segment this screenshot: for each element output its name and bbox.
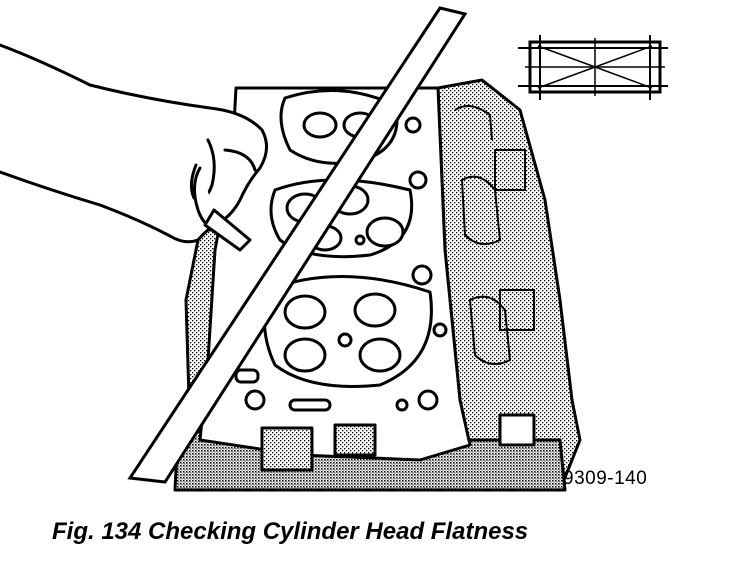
straightedge-icon xyxy=(127,6,468,484)
hand-icon xyxy=(0,43,268,252)
cylinder-head-illustration xyxy=(0,6,668,492)
figure-caption: Fig. 134 Checking Cylinder Head Flatness xyxy=(52,518,529,545)
flatness-check-pattern-icon xyxy=(518,35,668,100)
figure-part-number: 9309-140 xyxy=(563,468,648,489)
